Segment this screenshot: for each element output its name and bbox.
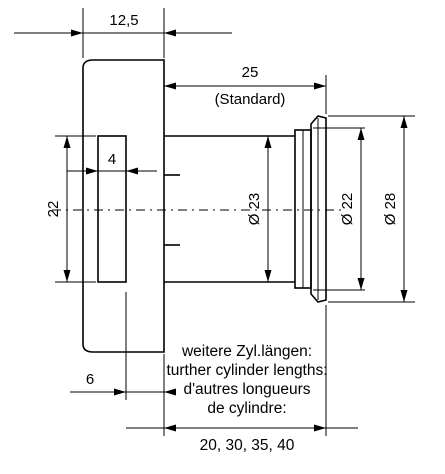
cylinder-front-lip [310, 115, 327, 303]
cylinder-body [164, 135, 295, 283]
note-line-english: turther cylinder lengths: [166, 362, 327, 379]
dim-top-width-label: 12,5 [109, 12, 138, 29]
note-lengths-values: 20, 30, 35, 40 [200, 437, 295, 454]
dim-dia-outer-label: Ø 28 [382, 193, 399, 226]
arrowheads [63, 29, 408, 432]
extension-lines [55, 8, 415, 436]
note-line-german: weitere Zyl.längen: [181, 343, 312, 360]
dim-bottom-width-label: 6 [86, 371, 94, 388]
dim-length-label: 25 [242, 64, 259, 81]
dim-inner-width-label: 4 [108, 151, 116, 168]
dim-height-left-label: 22 [45, 201, 62, 218]
inner-bore-outline [97, 135, 127, 283]
dim-length-note: (Standard) [215, 91, 286, 108]
note-line-french-2: de cylindre: [207, 400, 286, 417]
dim-dia-collar-label: Ø 22 [339, 193, 356, 226]
cylinder-collar [294, 129, 312, 289]
flange-plate [82, 59, 165, 353]
cylinder-lengths-note: weitere Zyl.längen: turther cylinder len… [166, 343, 327, 454]
note-line-french-1: d'autres longueurs [183, 381, 310, 398]
dim-dia-body-label: Ø 23 [246, 193, 263, 226]
